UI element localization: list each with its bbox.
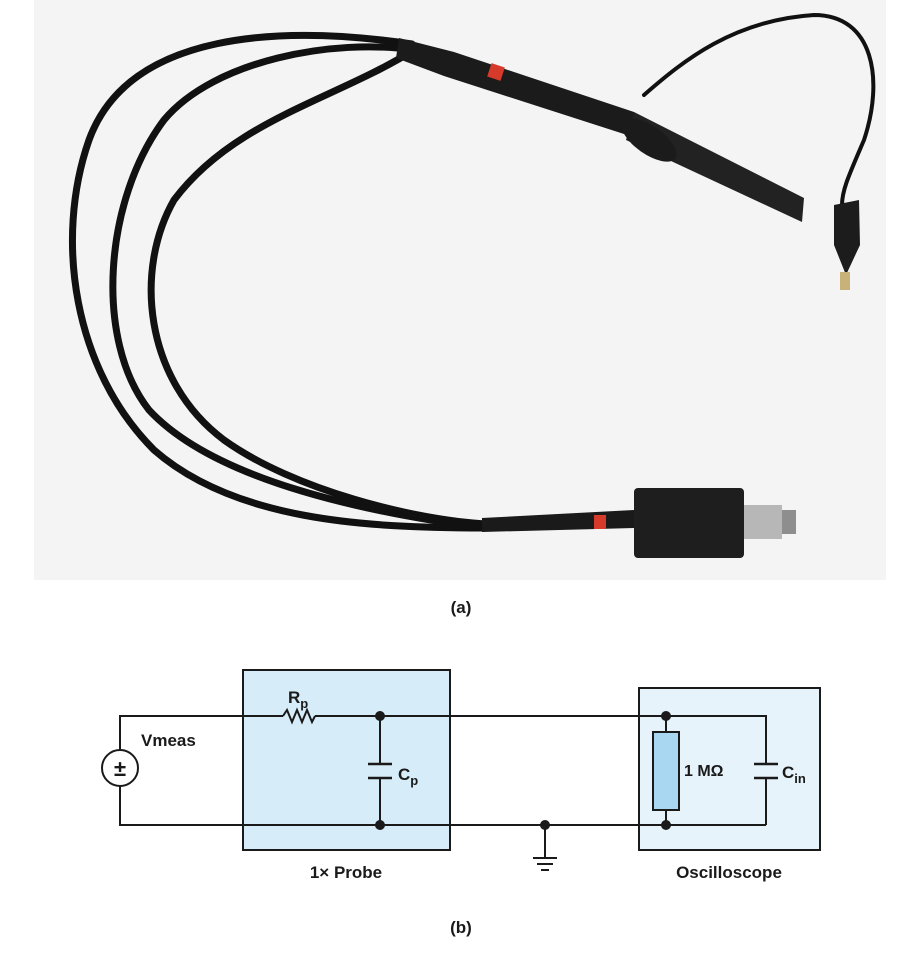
voltage-source-symbol: ± (114, 756, 126, 781)
source-label: Vmeas (141, 731, 196, 750)
circuit-schematic: ± Vmeas Rp Cp 1 MΩ Cin 1× Probe Oscillos… (101, 669, 821, 882)
wires (119, 715, 767, 858)
cable-outer-loop (68, 31, 488, 532)
ground-lead-wire (642, 12, 876, 207)
probe-resistor (282, 707, 316, 725)
ground-clip (834, 200, 860, 290)
scope-capacitor (754, 762, 778, 780)
caption-b: (b) (450, 918, 472, 937)
probe-cap-label: Cp (398, 765, 418, 788)
probe-box-label: 1× Probe (310, 863, 382, 882)
scope-resistor (652, 731, 680, 811)
oscilloscope-box-label: Oscilloscope (676, 863, 782, 882)
junction-dots (375, 711, 671, 830)
scope-cap-label: Cin (782, 763, 806, 786)
caption-a: (a) (450, 598, 472, 617)
scope-resistor-label: 1 MΩ (684, 763, 724, 780)
resistor-label: Rp (288, 688, 308, 711)
probe-box (242, 669, 451, 851)
probe-capacitor (368, 762, 392, 780)
probe-photo (34, 0, 886, 580)
voltage-source (101, 749, 139, 787)
cable-inner-loop (147, 46, 490, 528)
ground-symbol (533, 857, 557, 871)
probe-photo-illustration (68, 12, 876, 558)
bnc-connector (482, 488, 796, 558)
cable-middle-loop (109, 43, 488, 532)
probe-body (396, 38, 804, 222)
